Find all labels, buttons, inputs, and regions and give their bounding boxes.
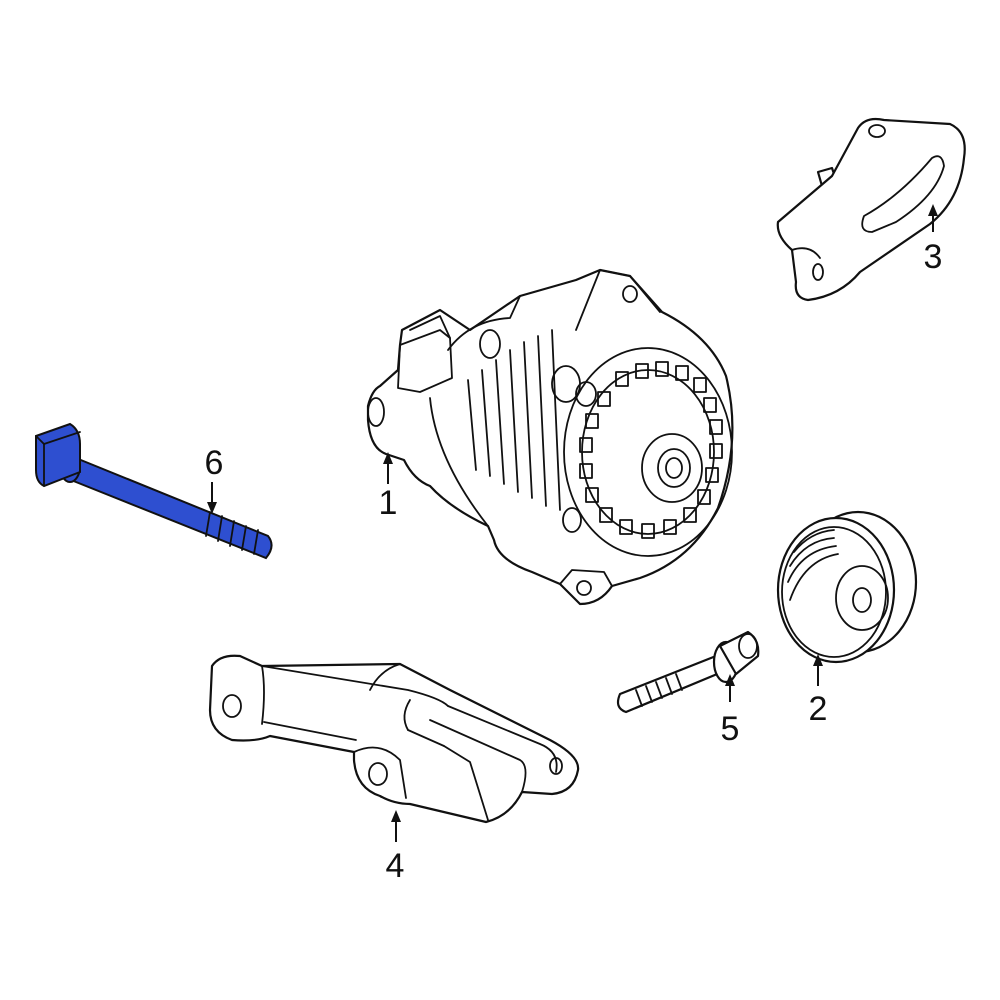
stator-fins	[467, 329, 561, 511]
part-6-through-bolt[interactable]	[35, 422, 273, 560]
part-1-alternator[interactable]	[366, 268, 734, 606]
callout-label-5: 5	[721, 710, 740, 748]
callout-label-3: 3	[924, 238, 943, 276]
part-3-upper-bracket[interactable]	[776, 117, 966, 302]
callout-label-4: 4	[386, 847, 405, 885]
callout-label-2: 2	[809, 690, 828, 728]
callout-label-1: 1	[379, 484, 398, 522]
callout-label-6: 6	[205, 444, 224, 482]
part-2-pulley[interactable]	[776, 510, 918, 664]
front-vents	[579, 361, 723, 539]
bolt-threads	[205, 511, 259, 555]
part-5-flange-bolt[interactable]	[616, 630, 760, 714]
part-4-lower-bracket[interactable]	[208, 654, 580, 824]
callout-arrows	[207, 204, 938, 842]
